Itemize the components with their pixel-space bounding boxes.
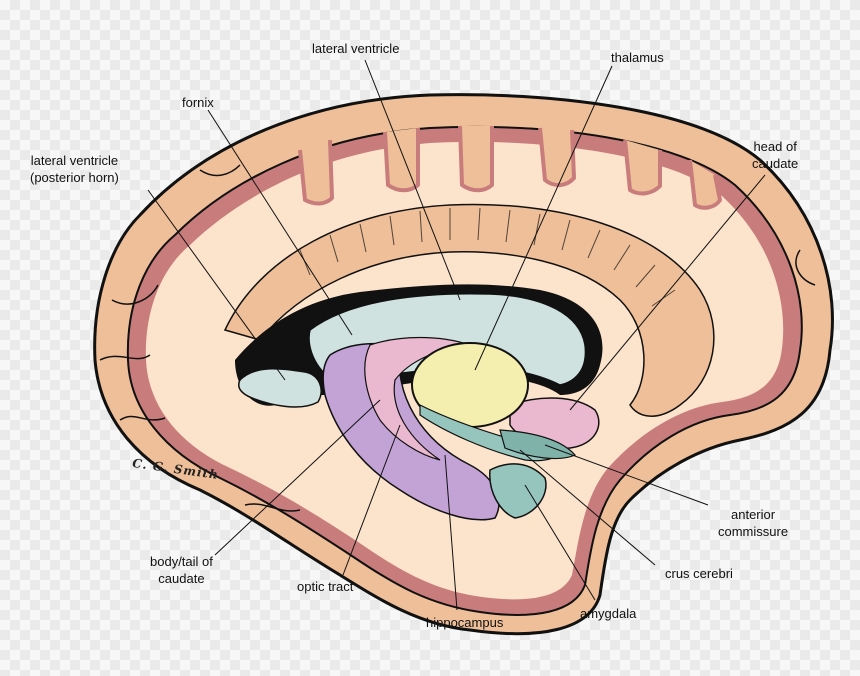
label-lateral-ventricle-posterior-line2: (posterior horn) [30,170,119,185]
fornix-band [364,336,471,461]
label-amygdala: amygdala [580,606,637,621]
crus-cerebri-shape [499,429,576,460]
label-body-tail-of-caudate: body/tail of caudate [150,553,213,587]
leader-lines [147,59,766,611]
fiber-hatching [299,207,676,307]
sulci [99,164,816,512]
label-crus-cerebri: crus cerebri [665,566,733,581]
posterior-horn [238,368,322,408]
label-anterior-commissure-line2: commissure [718,524,789,539]
label-head-of-caudate-line1: head of [753,139,797,154]
label-head-of-caudate-line2: caudate [752,156,799,171]
amygdala-shape [489,463,547,519]
label-body-tail-caudate-line2: caudate [158,571,205,586]
label-lateral-ventricle: lateral ventricle [312,41,400,56]
label-anterior-commissure-line1: anterior [731,507,776,522]
label-head-of-caudate: head of caudate [752,138,798,172]
label-lateral-ventricle-posterior-horn: lateral ventricle (posterior horn) [30,152,119,186]
label-fornix: fornix [182,95,214,110]
gyral-folds [298,125,722,210]
corpus-callosum [223,203,715,417]
label-anterior-commissure: anterior commissure [718,506,788,540]
label-hippocampus: hippocampus [426,615,504,630]
label-lateral-ventricle-posterior-line1: lateral ventricle [30,153,119,168]
label-body-tail-caudate-line1: body/tail of [150,554,213,569]
label-thalamus: thalamus [611,50,664,65]
label-optic-tract: optic tract [297,579,354,594]
